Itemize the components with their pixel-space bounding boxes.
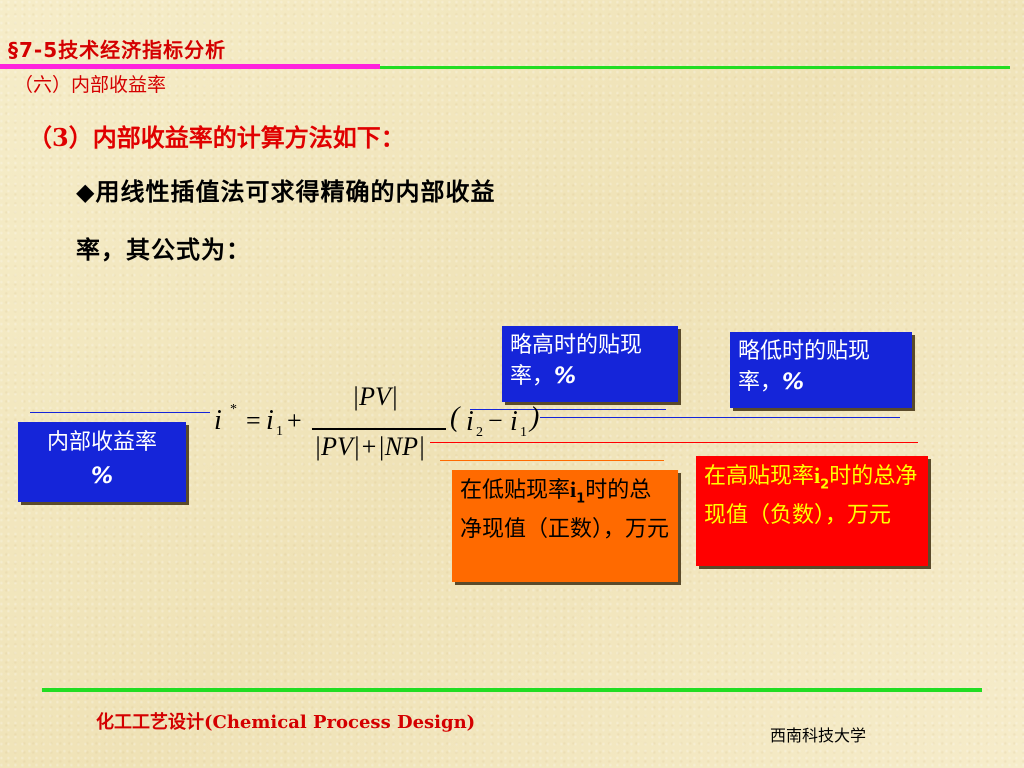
formula-i1: i <box>266 405 274 436</box>
header-divider-green <box>380 66 1010 69</box>
callout-npv-negative: 在高贴现率i2时的总净现值（负数），万元 <box>696 456 928 566</box>
connector-high-rate <box>540 417 900 418</box>
bullet-text-line-2: 率，其公式为： <box>76 235 251 264</box>
callout-low-rate: 略高时的贴现率，% <box>502 326 678 402</box>
callout-npv-negative-sub: 2 <box>820 477 830 493</box>
connector-npv-pos <box>440 460 664 461</box>
formula-i-star: i <box>214 405 222 436</box>
formula-i1-subscript: 1 <box>276 424 283 439</box>
connector-npv-neg <box>430 442 918 443</box>
callout-low-rate-unit: % <box>554 364 577 389</box>
section-title: §7-5技术经济指标分析 <box>8 38 227 62</box>
formula-i2: i <box>466 406 474 437</box>
connector-low-rate <box>470 409 666 410</box>
formula-i1-second-subscript: 1 <box>520 425 527 440</box>
callout-npv-positive: 在低贴现率i1时的总净现值（正数），万元 <box>452 470 678 582</box>
formula-fraction-bar <box>312 428 446 430</box>
formula-i2-subscript: 2 <box>476 425 483 440</box>
formula-equals: = <box>246 406 261 435</box>
callout-npv-negative-text-b: 时的总净现值（负数），万元 <box>704 464 918 529</box>
callout-high-rate: 略低时的贴现率，% <box>730 332 912 408</box>
formula-star: * <box>230 402 237 417</box>
callout-irr-unit: % <box>90 464 114 489</box>
callout-npv-positive-i: i <box>570 477 577 502</box>
callout-npv-positive-text-b: 时的总净现值（正数），万元 <box>460 478 670 543</box>
formula-plus: + <box>287 406 302 435</box>
formula-right-paren: ) <box>530 402 540 433</box>
callout-high-rate-unit: % <box>782 370 805 395</box>
callout-irr: 内部收益率 % <box>18 422 186 502</box>
callout-npv-positive-text-a: 在低贴现率 <box>460 478 571 503</box>
method-heading: （3）内部收益率的计算方法如下： <box>28 123 405 152</box>
formula-i1-second: i <box>510 406 518 437</box>
callout-npv-positive-sub: 1 <box>576 491 586 507</box>
subsection-title: （六）内部收益率 <box>14 74 167 96</box>
connector-irr <box>30 412 210 413</box>
bullet-text-line-1: ◆用线性插值法可求得精确的内部收益 <box>76 177 496 206</box>
footer-course-name: 化工工艺设计(Chemical Process Design) <box>96 712 476 733</box>
header-divider-magenta <box>0 64 380 69</box>
callout-npv-negative-text-a: 在高贴现率 <box>704 464 815 489</box>
callout-high-rate-text: 略低时的贴现率， <box>738 339 871 395</box>
callout-low-rate-text: 略高时的贴现率， <box>510 333 643 389</box>
formula-minus: − <box>488 406 503 435</box>
formula-left-paren: ( <box>450 402 460 433</box>
footer-divider <box>42 688 982 692</box>
callout-irr-label: 内部收益率 <box>46 430 157 455</box>
callout-npv-negative-i: i <box>814 463 821 488</box>
formula-denominator: |PV|+|NP| <box>314 432 426 461</box>
footer-school-name: 西南科技大学 <box>770 726 867 745</box>
formula-numerator: |PV| <box>352 382 399 411</box>
